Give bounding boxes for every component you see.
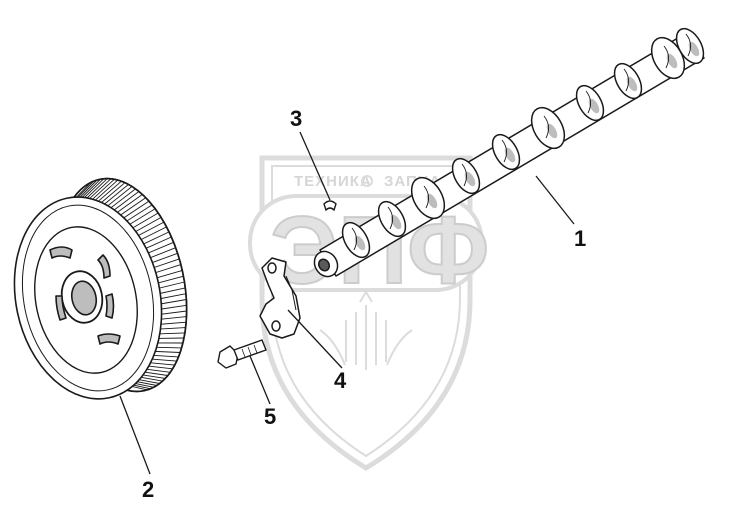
callout-4: 4 — [334, 368, 347, 393]
camshaft — [313, 27, 705, 278]
leader-line-3 — [299, 131, 331, 201]
leader-line-1 — [535, 175, 575, 225]
watermark-text-left: ТЕХНИКА — [294, 173, 372, 190]
callout-2: 2 — [142, 477, 154, 502]
gear-tooth — [113, 194, 143, 216]
woodruff-key — [323, 200, 337, 212]
cam-lobe — [575, 84, 605, 122]
gear-tooth — [107, 188, 136, 211]
cam-lobe — [451, 157, 481, 195]
gear-tooth — [98, 182, 126, 206]
cam-lobe — [410, 176, 446, 220]
callout-5: 5 — [264, 404, 276, 429]
gear-tooth — [85, 178, 112, 202]
gear-icon — [361, 175, 373, 187]
cam-lobe — [341, 221, 371, 259]
wheat-icon — [319, 290, 413, 370]
leader-line-4 — [287, 309, 343, 369]
leader-line-5 — [249, 355, 271, 405]
gear-tooth — [95, 180, 122, 205]
bolt — [217, 339, 267, 369]
gear-tooth — [101, 184, 129, 207]
leader-lines — [119, 131, 575, 475]
timing-gear — [13, 177, 188, 400]
callout-3: 3 — [290, 106, 302, 131]
cam-lobe — [491, 133, 521, 171]
thrust-plate — [259, 257, 301, 339]
gear-tooth — [110, 191, 140, 213]
camshaft-journal — [675, 27, 705, 65]
gear-tooth — [92, 179, 119, 204]
leader-line-2 — [119, 395, 151, 475]
cam-lobe — [530, 106, 566, 150]
cam-lobe — [377, 200, 407, 238]
callout-1: 1 — [574, 226, 586, 251]
gear-tooth — [104, 186, 133, 209]
gear-tooth — [89, 178, 115, 203]
cam-lobe — [613, 62, 643, 100]
